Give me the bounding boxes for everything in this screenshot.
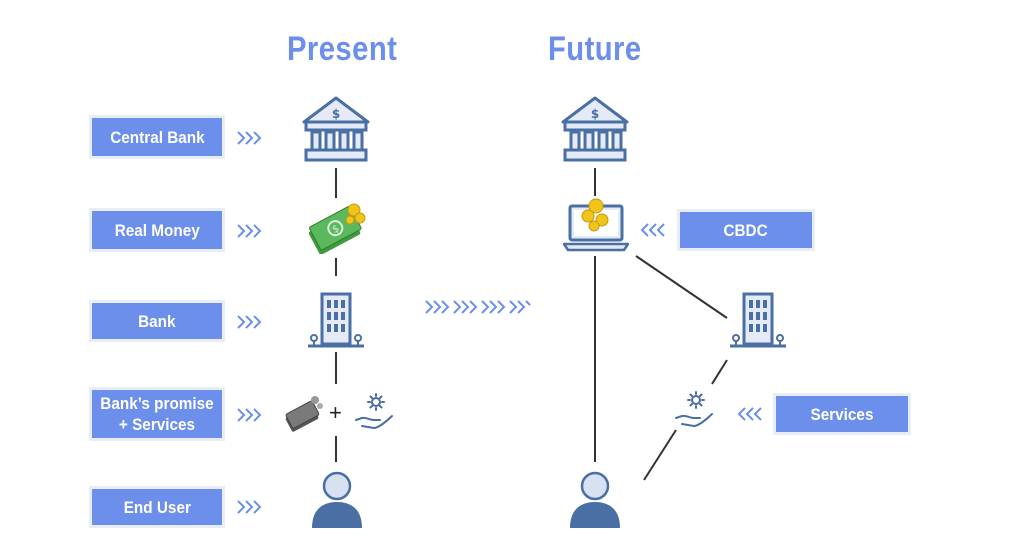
plus-sign: + [329,400,342,425]
services-hand-gear-icon [355,393,393,429]
services-hand-gear-icon [675,391,713,427]
chevron-arrows-icon [237,131,262,145]
cash-money-icon: $ [308,203,366,254]
laptop-coins-icon [562,198,630,252]
chevron-arrows-icon [237,500,262,514]
chevron-arrows-left-icon [640,223,665,237]
bank-building-icon [730,292,786,348]
chevron-arrows-icon [237,224,262,238]
svg-text:$: $ [591,107,599,121]
promissory-note-icon [285,396,323,432]
svg-text:$: $ [331,223,342,236]
line-bank-to-services [711,359,728,385]
chevron-arrows-icon [237,408,262,422]
central-bank-icon: $ [561,96,629,162]
label-services: Services [776,396,908,432]
label-bank: Bank [92,303,222,339]
label-cbdc: CBDC [680,212,812,248]
chevron-arrows-left-icon [737,407,762,421]
label-promise-services: Bank’s promise + Services [92,390,222,438]
user-icon [312,471,362,528]
transition-arrows-icon [425,300,531,314]
future-heading: Future [548,30,642,68]
line-services-to-user [643,429,677,481]
line-cbdc-to-bank [635,255,728,319]
user-icon [570,471,620,528]
present-heading: Present [287,30,398,68]
central-bank-icon: $ [302,96,370,162]
bank-building-icon [308,292,364,348]
chevron-arrows-icon [237,315,262,329]
label-real-money: Real Money [92,211,222,249]
svg-text:$: $ [332,107,340,121]
label-central-bank: Central Bank [92,118,222,156]
label-end-user: End User [92,489,222,525]
